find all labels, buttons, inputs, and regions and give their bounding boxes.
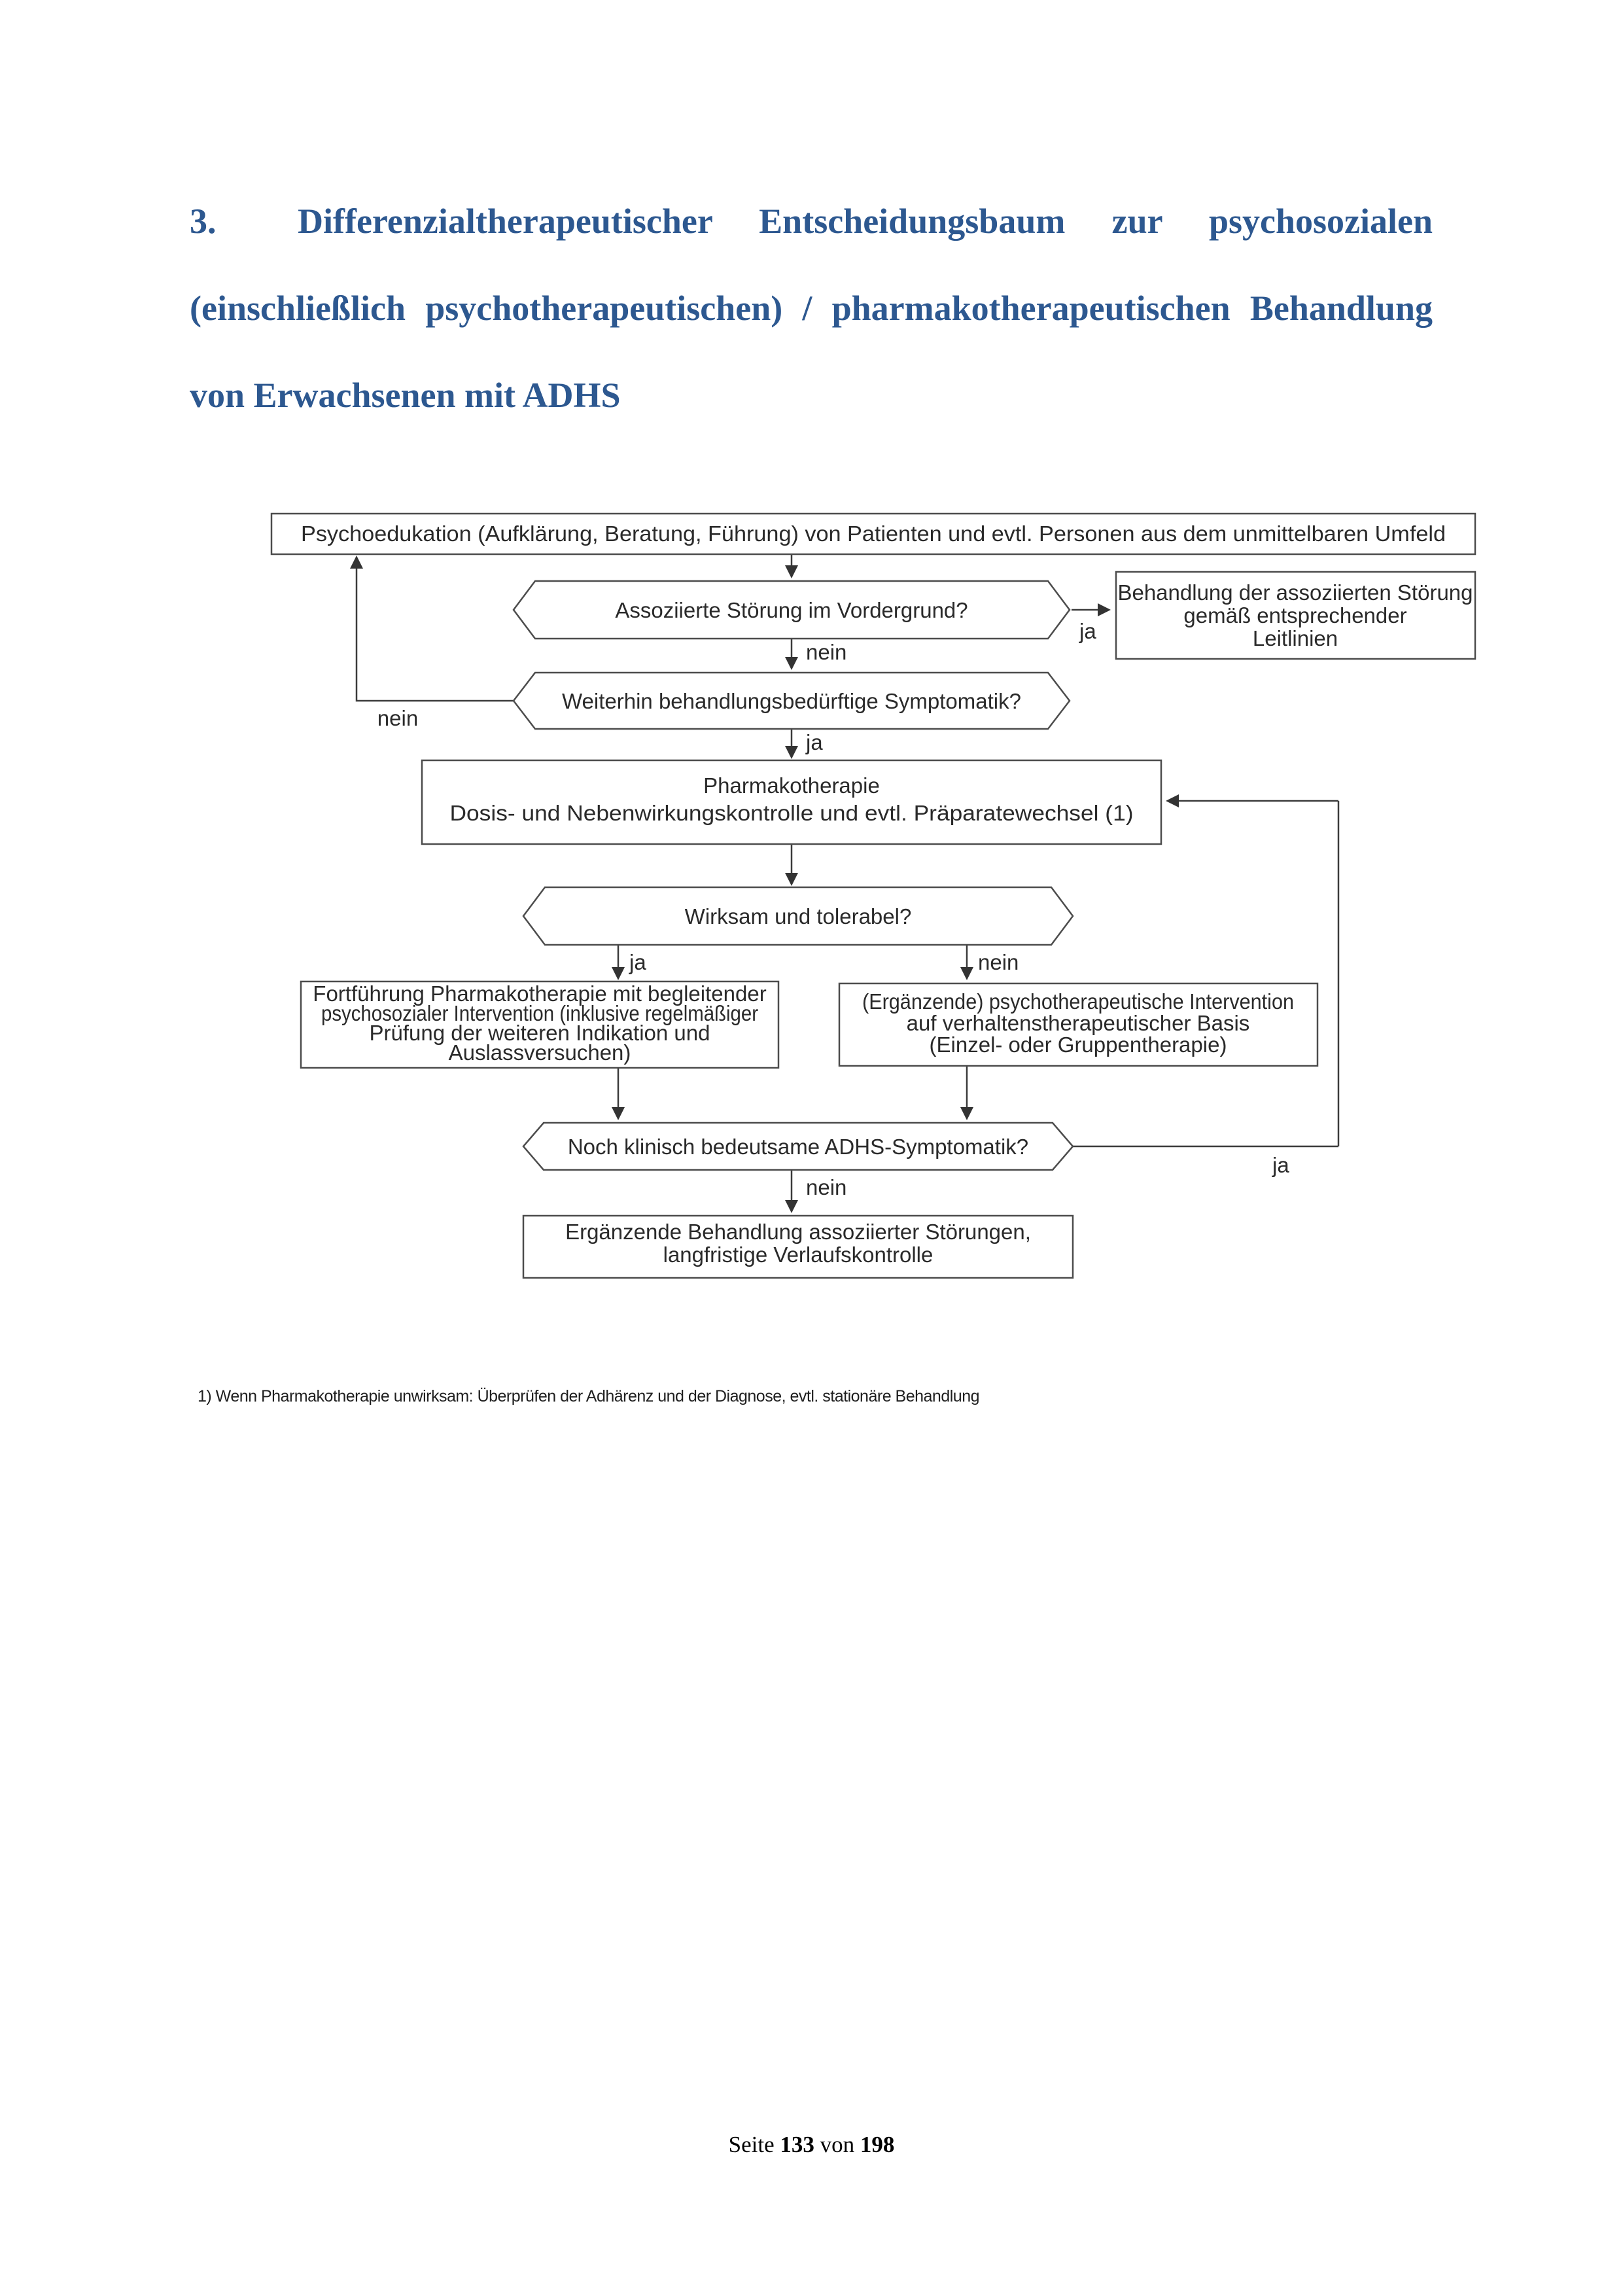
node-assoziierte-stoerung-text: Assoziierte Störung im Vordergrund?	[615, 598, 968, 622]
node-fortfuehrung-line: Prüfung der weiteren Indikation und	[369, 1021, 710, 1045]
title-line-3: von Erwachsenen mit ADHS	[190, 376, 621, 415]
node-fortfuehrung-pharmakotherapie	[300, 980, 780, 1069]
node-intervention-line: auf verhaltenstherapeutischer Basis	[907, 1011, 1250, 1035]
footer-middle: von	[820, 2132, 855, 2157]
node-weiterhin-symptomatik-text: Weiterhin behandlungsbedürftige Symptoma…	[562, 689, 1021, 713]
node-weiterhin-symptomatik	[512, 671, 1071, 730]
title-line-2: (einschließlich psychotherapeutischen) /…	[190, 289, 1433, 328]
node-pharmakotherapie-line: Pharmakotherapie	[703, 773, 880, 798]
footnote: 1) Wenn Pharmakotherapie unwirksam: Über…	[198, 1387, 980, 1405]
arrow-weiterhin-nein-return	[350, 556, 514, 702]
edge-label-nein: nein	[978, 950, 1019, 974]
node-behandlung-leitlinien-line: gemäß entsprechender	[1183, 603, 1406, 627]
node-ergaenzende-behandlung-line: Ergänzende Behandlung assoziierter Störu…	[565, 1220, 1031, 1244]
heading-number: 3.	[190, 202, 217, 241]
node-behandlung-leitlinien-line: Behandlung der assoziierten Störung	[1117, 580, 1473, 605]
footer-page-number: 133	[780, 2132, 814, 2157]
node-noch-adhs-symptomatik-text: Noch klinisch bedeutsame ADHS-Symptomati…	[568, 1135, 1028, 1159]
node-wirksam-tolerabel-text: Wirksam und tolerabel?	[685, 904, 912, 928]
node-ergaenzende-behandlung-line: langfristige Verlaufskontrolle	[663, 1243, 934, 1267]
node-intervention-line: (Ergänzende) psychotherapeutische Interv…	[862, 989, 1294, 1014]
node-fortfuehrung-line: psychosozialer Intervention (inklusive r…	[321, 1001, 758, 1025]
decision-tree-figure: ja nein nein ja ja ja nein nein Psychoed…	[270, 512, 1476, 1279]
node-behandlung-leitlinien	[1115, 571, 1476, 660]
edge-label-ja: ja	[1079, 619, 1096, 643]
heading-line1-text: Differenzialtherapeutischer Entscheidung…	[298, 202, 1433, 241]
node-psychoedukation-text: Psychoedukation (Aufklärung, Beratung, F…	[301, 521, 1446, 546]
node-fortfuehrung-line: Auslassversuchen)	[449, 1040, 631, 1065]
edge-label-nein: nein	[806, 1175, 846, 1199]
node-assoziierte-stoerung	[512, 580, 1071, 640]
page-footer: Seite 133 von 198	[0, 2132, 1623, 2158]
title-line-1: 3. Differenzialtherapeutischer Entscheid…	[190, 178, 1433, 265]
node-ergaenzende-behandlung	[522, 1214, 1074, 1279]
node-pharmakotherapie	[421, 759, 1162, 845]
node-psychoedukation	[270, 512, 1476, 556]
node-wirksam-tolerabel	[522, 886, 1074, 946]
page-title: 3. Differenzialtherapeutischer Entscheid…	[190, 178, 1433, 439]
footer-total-pages: 198	[860, 2132, 895, 2157]
node-noch-adhs-symptomatik	[522, 1122, 1074, 1171]
edge-label-ja: ja	[1272, 1153, 1289, 1177]
node-pharmakotherapie-line: Dosis- und Nebenwirkungskontrolle und ev…	[450, 801, 1134, 825]
edge-label-nein: nein	[806, 640, 846, 664]
edge-label-nein: nein	[377, 706, 418, 730]
edge-label-ja: ja	[629, 950, 646, 974]
node-psychotherapeutische-intervention	[838, 982, 1319, 1067]
node-behandlung-leitlinien-line: Leitlinien	[1253, 626, 1338, 650]
node-fortfuehrung-line: Fortführung Pharmakotherapie mit begleit…	[313, 981, 766, 1006]
footer-prefix: Seite	[728, 2132, 775, 2157]
edge-label-ja: ja	[805, 730, 823, 754]
node-intervention-line: (Einzel- oder Gruppentherapie)	[930, 1033, 1227, 1057]
